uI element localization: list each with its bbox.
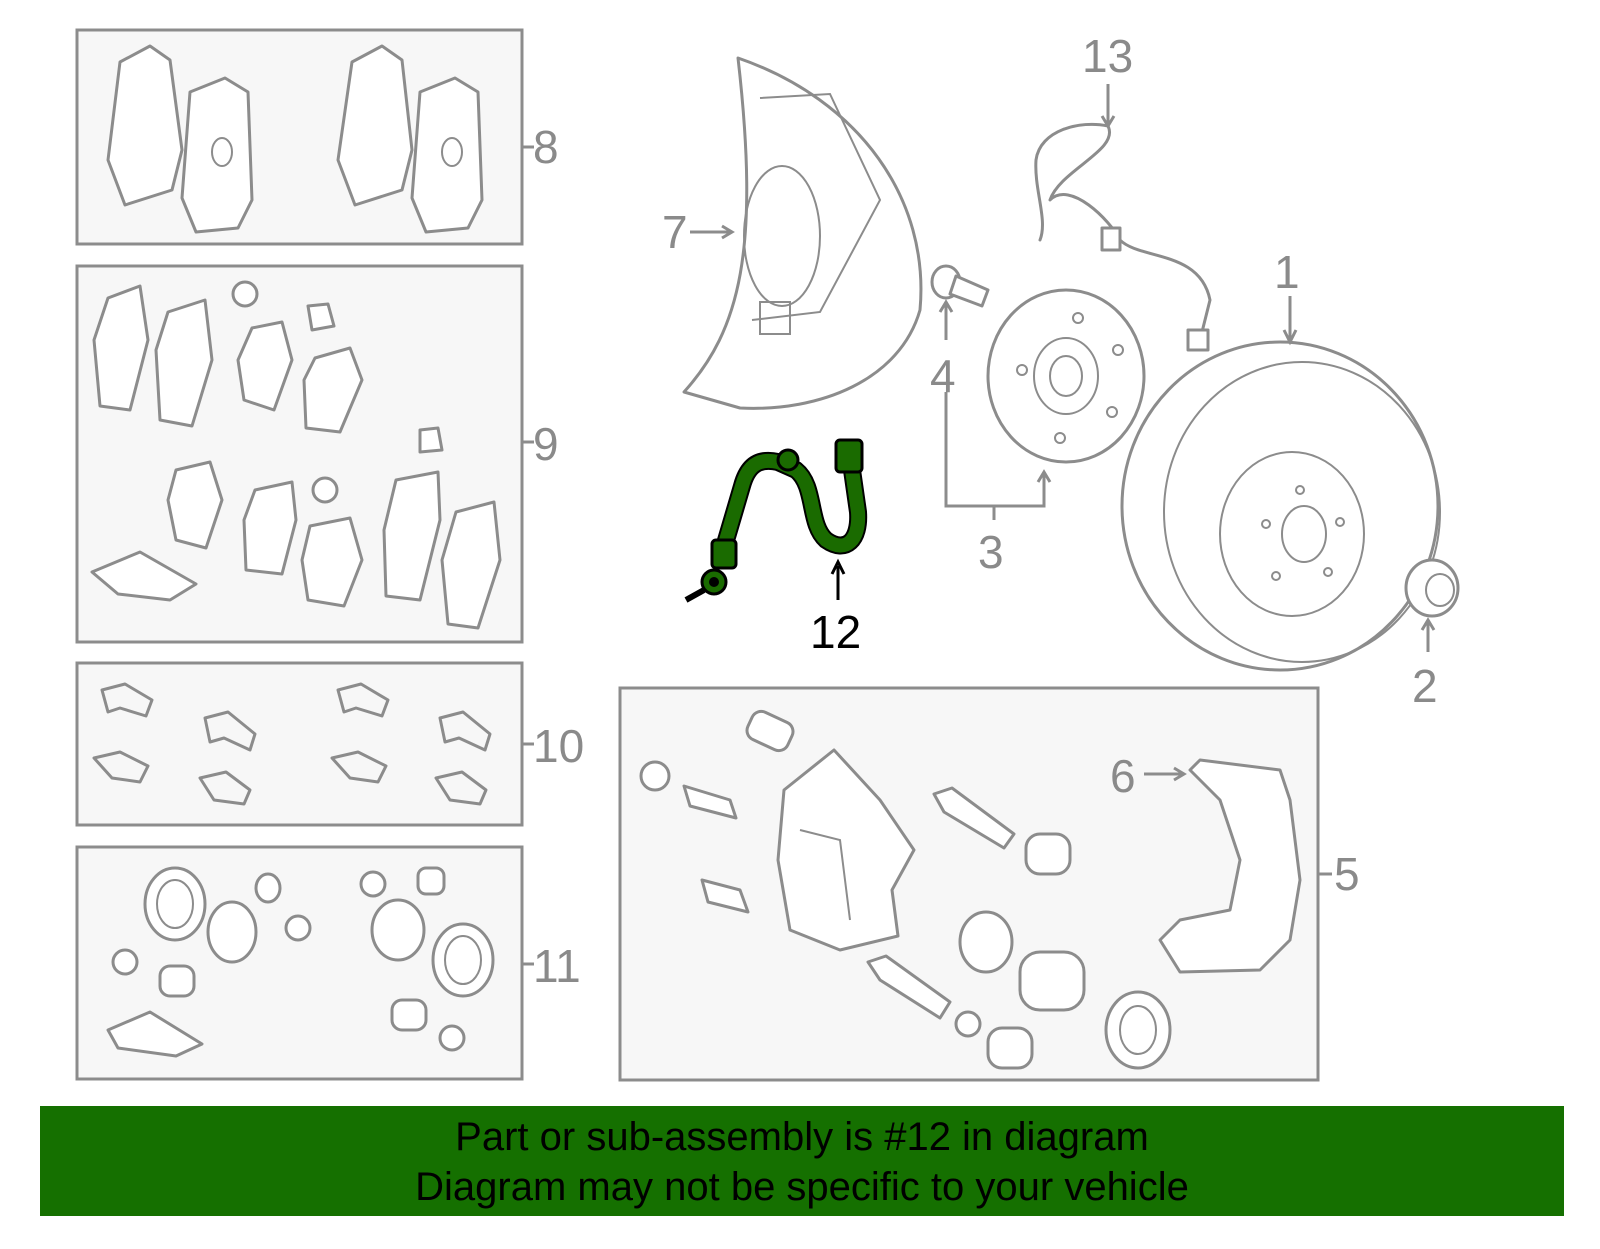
part-1-disc-rotor[interactable]: 1 — [1120, 246, 1441, 672]
callout-5: 5 — [1334, 848, 1360, 900]
box-10-clips[interactable]: 10 — [75, 661, 584, 827]
box-8-brake-pads[interactable]: 8 — [75, 28, 559, 246]
callout-12: 12 — [810, 606, 861, 658]
caliper-parts — [639, 709, 1172, 1070]
banner-disclaimer: Diagram may not be specific to your vehi… — [415, 1165, 1189, 1209]
shims — [90, 280, 502, 630]
callout-7: 7 — [662, 206, 688, 258]
pad-pair-left — [106, 44, 254, 234]
callout-11: 11 — [533, 940, 581, 992]
pad-pair-right — [336, 44, 484, 234]
clips — [92, 682, 492, 806]
box-5-caliper-assembly[interactable]: 6 5 — [618, 686, 1360, 1082]
callout-9: 9 — [533, 418, 559, 470]
callout-1: 1 — [1274, 246, 1300, 298]
callout-10: 10 — [533, 720, 584, 772]
part-6-caliper-bracket[interactable]: 6 — [1110, 750, 1302, 974]
box-11-seal-kit[interactable]: 11 — [75, 845, 581, 1081]
callout-4: 4 — [930, 350, 956, 402]
part-3-hub-assembly[interactable]: 3 — [944, 288, 1146, 578]
callout-6: 6 — [1110, 750, 1136, 802]
part-2-hub-nut[interactable]: 2 — [1404, 558, 1460, 712]
callout-2: 2 — [1412, 660, 1438, 712]
banner-part-note: Part or sub-assembly is #12 in diagram — [455, 1115, 1149, 1159]
callout-8: 8 — [533, 121, 559, 173]
box-9-shim-kit[interactable]: 9 — [75, 264, 559, 644]
callout-13: 13 — [1082, 30, 1133, 82]
part-4-hub-bolt[interactable]: 4 — [930, 264, 990, 402]
seals — [106, 866, 495, 1058]
part-7-dust-shield[interactable]: 7 — [662, 56, 923, 410]
part-12-brake-hose[interactable]: 12 — [684, 438, 868, 658]
callout-3: 3 — [978, 526, 1004, 578]
part-13-abs-sensor[interactable]: 13 — [1034, 30, 1212, 352]
info-banner: Part or sub-assembly is #12 in diagram D… — [40, 1106, 1564, 1216]
